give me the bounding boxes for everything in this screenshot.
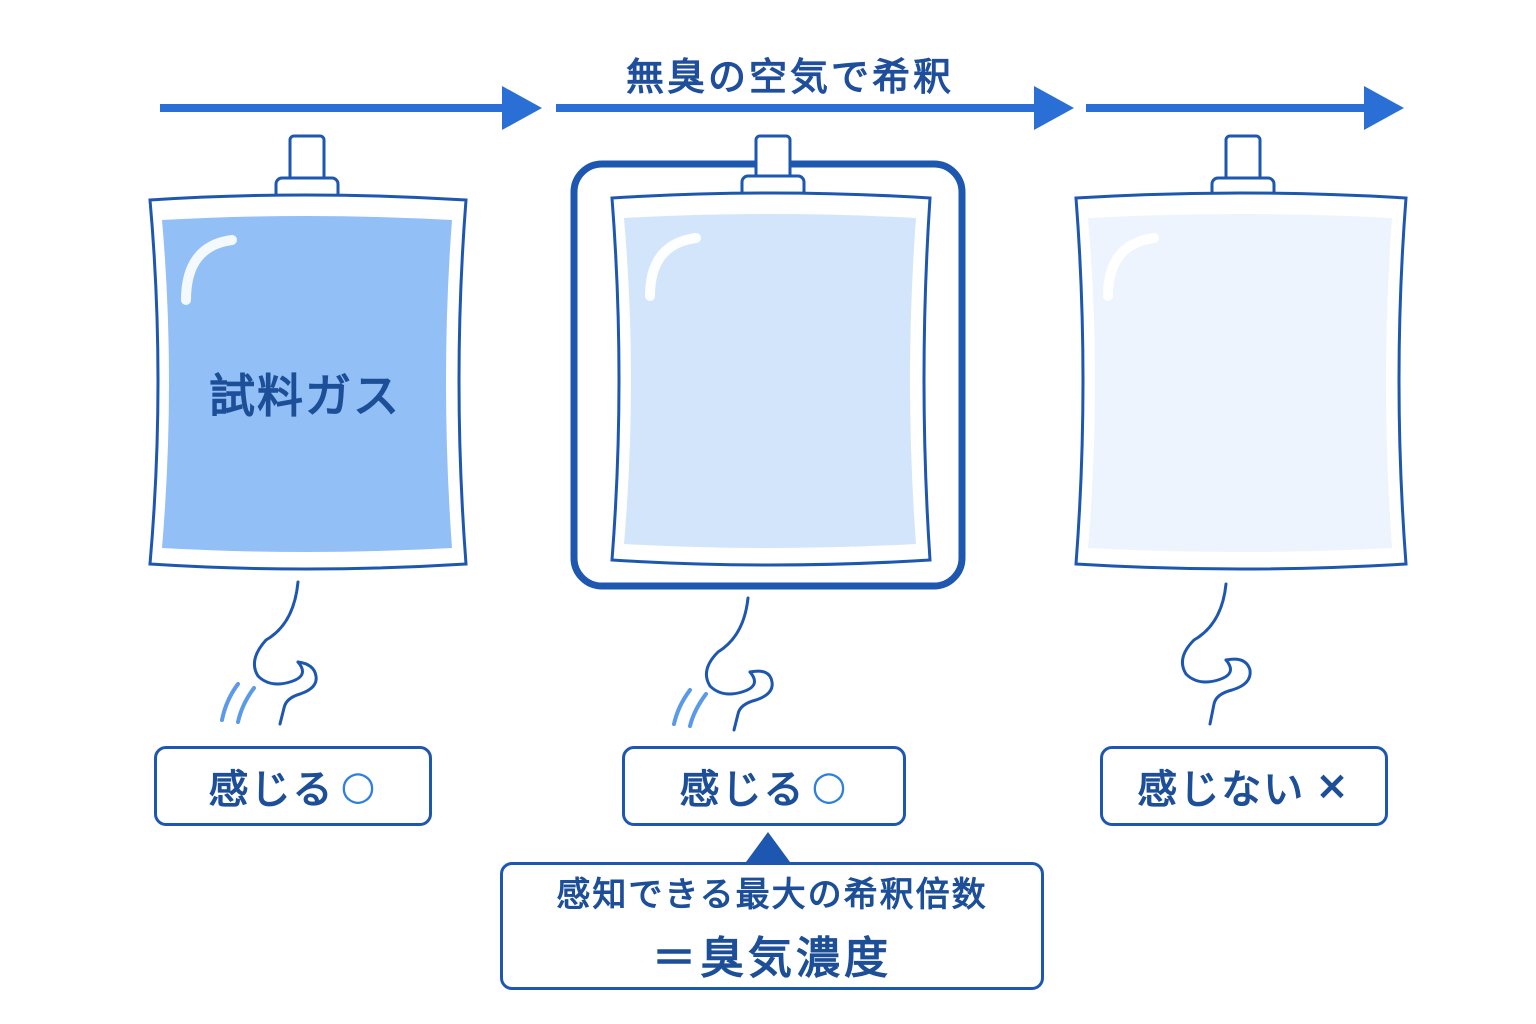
bag-icon bbox=[610, 134, 932, 567]
sniff-waves-icon bbox=[672, 688, 708, 728]
nose-icon bbox=[252, 580, 318, 726]
odor-concentration-note: 感知できる最大の希釈倍数 ＝臭気濃度 bbox=[500, 862, 1044, 990]
note-line-1: 感知できる最大の希釈倍数 bbox=[556, 874, 988, 915]
circle-mark-icon: ○ bbox=[340, 763, 378, 809]
nose-icon bbox=[704, 596, 774, 732]
sniff-waves-icon bbox=[220, 682, 256, 724]
bag-icon bbox=[1074, 134, 1408, 571]
result-text: 感じる bbox=[208, 767, 335, 813]
arrow-right-icon bbox=[1086, 86, 1404, 130]
bag-contents bbox=[1088, 214, 1392, 552]
result-box: 感じない × bbox=[1100, 746, 1388, 826]
circle-mark-icon: ○ bbox=[811, 763, 849, 809]
arrow-right-icon bbox=[160, 86, 542, 130]
arrow-right-icon bbox=[556, 86, 1074, 130]
result-text: 感じない bbox=[1137, 767, 1306, 813]
dilution-title: 無臭の空気で希釈 bbox=[625, 55, 954, 99]
note-line-2: ＝臭気濃度 bbox=[652, 932, 892, 984]
sample-gas-label: 試料ガス bbox=[209, 369, 401, 423]
result-text: 感じる bbox=[679, 767, 806, 813]
bag-contents bbox=[624, 214, 916, 548]
nose-icon bbox=[1180, 582, 1252, 726]
result-box: 感じる ○ bbox=[154, 746, 432, 826]
bag-icon bbox=[148, 134, 468, 571]
pointer-triangle-icon bbox=[746, 832, 790, 862]
bag-contents bbox=[162, 216, 452, 552]
cross-mark-icon: × bbox=[1315, 763, 1351, 809]
result-box: 感じる ○ bbox=[622, 746, 906, 826]
